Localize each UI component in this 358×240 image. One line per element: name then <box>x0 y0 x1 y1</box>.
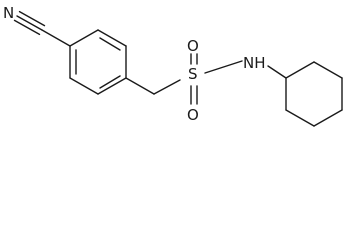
nitrile-triple-bond <box>13 10 46 36</box>
ring-methylene-bond <box>125 77 155 95</box>
benzene-ring <box>69 29 127 95</box>
sulfur-nitrogen-bond <box>204 60 243 74</box>
amide-nh-label: NH <box>243 54 266 72</box>
oxygen-bottom-label: O <box>187 106 199 124</box>
sulfur-label: S <box>188 65 198 83</box>
structure-canvas: N S O O NH <box>3 4 343 127</box>
nitrogen-cyclohexyl-bond <box>267 65 287 79</box>
sulfonyl-oxo-bond-top <box>190 53 198 65</box>
methylene-sulfur-bond <box>153 79 181 95</box>
sulfonyl-oxo-bond-bottom <box>190 85 198 105</box>
nitrile-nitrogen-label: N <box>3 4 14 22</box>
oxygen-top-label: O <box>187 37 199 55</box>
cyclohexane-ring <box>285 61 343 127</box>
molecule-diagram: N S O O NH <box>3 4 343 127</box>
nitrile-ring-bond <box>41 29 71 47</box>
